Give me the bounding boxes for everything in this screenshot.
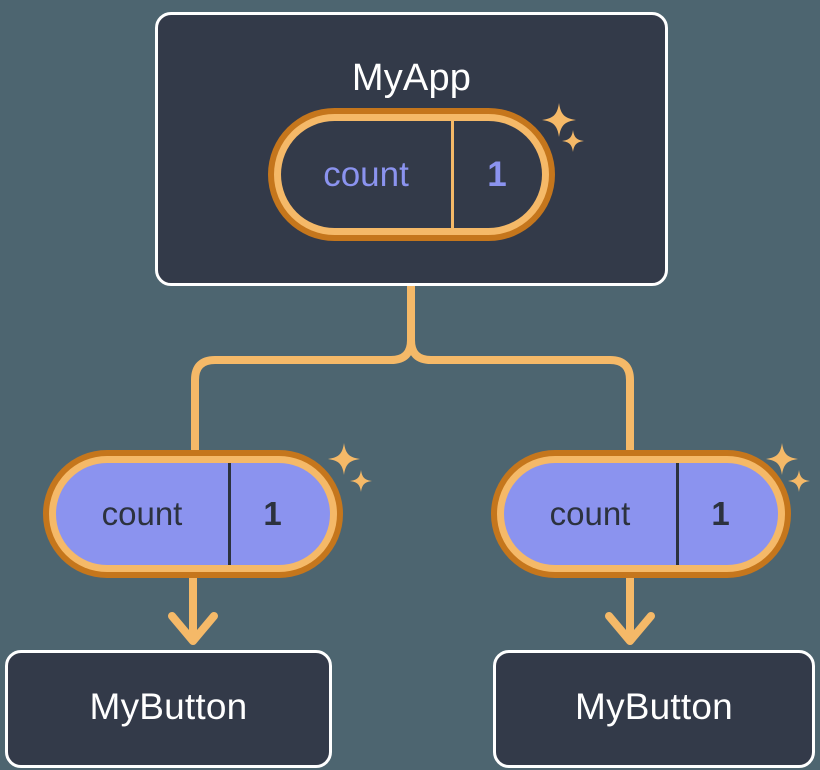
- state-pill-body: count 1: [281, 121, 542, 228]
- sparkle-icon: [350, 470, 372, 492]
- state-pill-child-left[interactable]: count 1: [43, 450, 343, 578]
- component-box-mybutton-left[interactable]: MyButton: [5, 650, 332, 768]
- state-value: 1: [228, 463, 314, 565]
- tree-connector-path: [191, 282, 634, 459]
- state-pill-inner-ring: count 1: [49, 456, 337, 572]
- arrow-down-left: [168, 574, 218, 645]
- state-pill-myapp[interactable]: count 1: [268, 108, 555, 241]
- state-pill-body: count 1: [56, 463, 330, 565]
- state-name: count: [549, 495, 631, 532]
- state-value: 1: [676, 463, 762, 565]
- state-name: count: [323, 154, 409, 194]
- state-pill-child-right[interactable]: count 1: [491, 450, 791, 578]
- component-label-myapp: MyApp: [351, 57, 472, 99]
- state-name: count: [101, 495, 183, 532]
- arrow-down-right: [605, 574, 655, 645]
- state-pill-body: count 1: [504, 463, 778, 565]
- sparkle-icon: [788, 470, 810, 492]
- state-pill-inner-ring: count 1: [497, 456, 785, 572]
- component-label-mybutton: MyButton: [89, 686, 248, 727]
- component-box-mybutton-right[interactable]: MyButton: [493, 650, 815, 768]
- state-value: 1: [451, 121, 540, 228]
- state-pill-inner-ring: count 1: [274, 114, 549, 235]
- sparkle-icon: [328, 443, 360, 475]
- component-label-mybutton: MyButton: [575, 686, 733, 727]
